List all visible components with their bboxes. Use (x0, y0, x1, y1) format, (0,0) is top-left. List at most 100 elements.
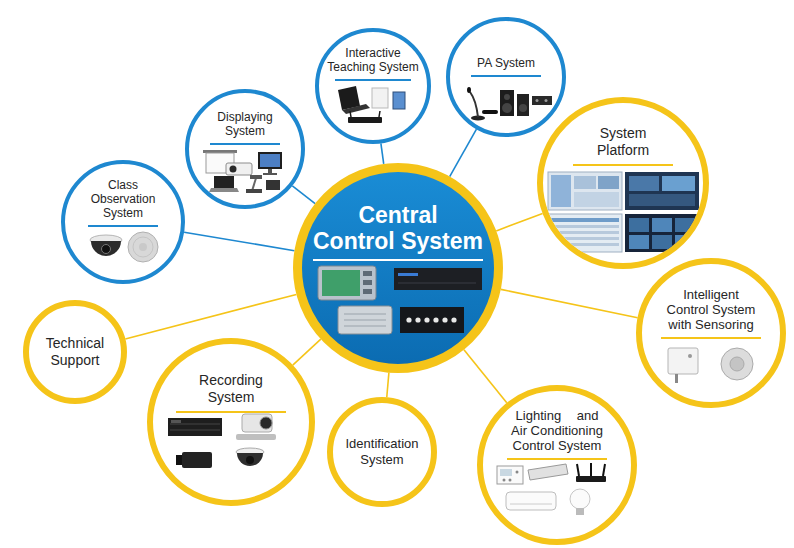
system-circle: Recording System (147, 338, 315, 506)
screenshot-panel (574, 176, 596, 189)
router-antenna (350, 111, 351, 117)
system-circle: Class Observation System (61, 160, 185, 284)
convertible-screen (338, 86, 360, 110)
tablet (393, 92, 405, 109)
screenshot-panel (574, 192, 619, 207)
circle-title: Interactive Teaching System (321, 46, 425, 74)
monitor (258, 152, 282, 169)
power-sequencer (400, 307, 464, 333)
monitor-screen (260, 154, 280, 167)
ceiling-microphone (128, 232, 158, 262)
title-rule (507, 458, 607, 460)
monitor-foot (263, 173, 277, 175)
sensor-box (668, 348, 698, 374)
system-circle: PA System (446, 17, 566, 137)
title-rule (471, 75, 541, 77)
recording-server (168, 418, 222, 436)
circle-shape (63, 162, 183, 282)
thermostat-panel (497, 466, 523, 484)
display-devices (203, 150, 282, 193)
title-rule (573, 164, 673, 166)
box-vent (344, 314, 386, 315)
microphone-center (139, 243, 147, 251)
touch-panel (318, 266, 376, 300)
laptop-screen (214, 176, 234, 188)
box-vent (344, 326, 386, 327)
control-box (338, 306, 392, 334)
sensor-led (688, 354, 692, 358)
screenshot-row (551, 237, 619, 240)
box-vent (344, 320, 386, 321)
thermostat-button (516, 471, 519, 474)
panel-button (363, 289, 372, 294)
speaker-tweeter (504, 94, 510, 100)
title-rule (210, 143, 280, 145)
circle-title: Central Control System (310, 202, 486, 254)
screenshot-row (551, 225, 619, 228)
gooseneck (470, 92, 478, 117)
connector-line (501, 289, 638, 317)
small-monitor (266, 180, 280, 190)
panel-button (363, 280, 372, 285)
convertible-base (342, 104, 370, 114)
system-circle: Lighting and Air Conditioning Control Sy… (477, 385, 637, 545)
projection-screen (206, 153, 234, 173)
thermostat-button (509, 479, 512, 482)
handheld-microphone (482, 110, 498, 114)
system-circle: Displaying System (185, 89, 305, 209)
connector-line (293, 339, 321, 365)
circle-title: Displaying System (205, 110, 285, 138)
rack-led (398, 273, 418, 276)
sequencer-knob (442, 317, 447, 322)
observation-devices (90, 232, 158, 262)
video-wall-tile (652, 218, 672, 232)
gooseneck-base (471, 116, 485, 121)
thermostat-display (500, 469, 512, 476)
box-camera (182, 452, 212, 468)
document-camera-head (250, 175, 262, 179)
box-camera-lens (176, 455, 182, 465)
circle-shape (317, 30, 429, 142)
video-wall-tile (675, 218, 695, 232)
screenshot-panel (551, 175, 571, 207)
bulb-base (576, 508, 584, 515)
speaker-woofer (519, 104, 527, 112)
circle-title: Technical Support (33, 335, 117, 369)
air-conditioner-vent (510, 504, 552, 505)
monitor-stand (268, 169, 272, 173)
document-camera-arm (252, 178, 256, 191)
panel-button (363, 271, 372, 276)
system-circle: Intelligent Control System with Sensorin… (636, 258, 786, 408)
circle-outline (185, 89, 305, 209)
screenshot-row (551, 231, 619, 234)
router (576, 476, 606, 482)
air-conditioner (506, 492, 556, 510)
router (348, 117, 382, 123)
connector-line (184, 232, 294, 250)
circle-title: Identification System (337, 436, 427, 468)
video-wall-tile (629, 235, 649, 249)
amplifier-knob (545, 99, 548, 102)
screenshot (548, 214, 622, 252)
title-rule (176, 411, 286, 413)
circle-shape (187, 91, 303, 207)
screenshot-panel (662, 176, 695, 191)
speaker (517, 94, 529, 116)
circle-outline (315, 28, 431, 144)
system-circle: System Platform (537, 97, 709, 269)
projector-lens (230, 166, 237, 173)
dome-camera-base (90, 235, 122, 245)
connector-line (381, 143, 384, 164)
circle-title: System Platform (583, 125, 663, 159)
router-antenna (379, 111, 380, 117)
system-circle: Identification System (327, 397, 437, 507)
interactive-devices (338, 86, 405, 123)
camera-lens (246, 456, 254, 464)
circle-outline (537, 97, 709, 269)
circle-shape (639, 261, 783, 405)
circle-shape (150, 341, 312, 503)
connector-line (125, 294, 296, 338)
projector (226, 163, 252, 175)
ptz-camera-lens (260, 417, 272, 429)
